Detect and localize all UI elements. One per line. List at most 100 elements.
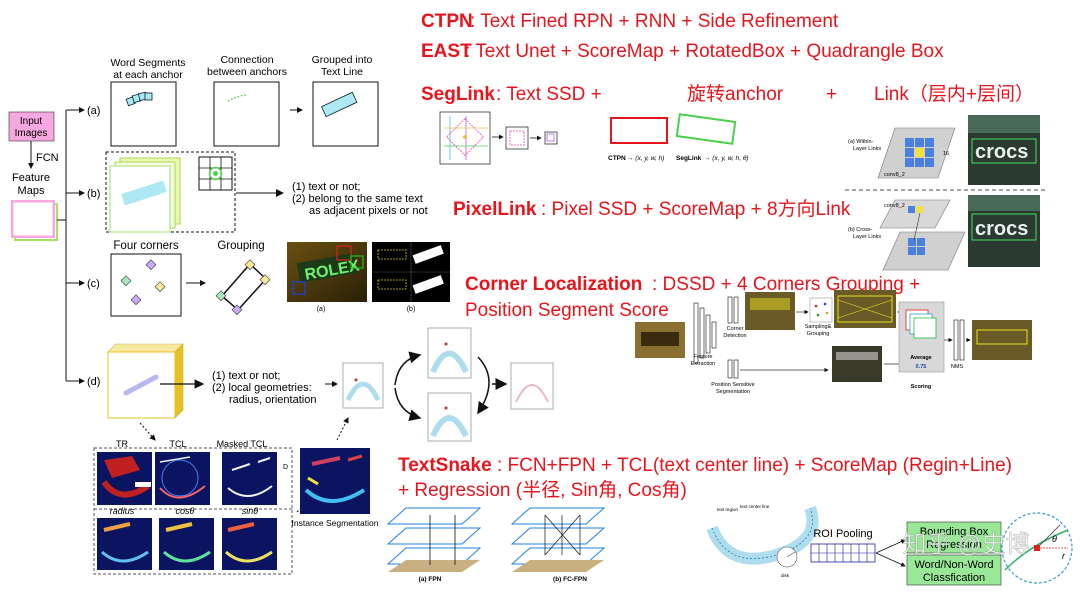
pixellink-description: : Pixel SSD + ScoreMap + 8方向Link (541, 198, 851, 220)
svg-text:D: D (283, 464, 288, 471)
cos-label: cosθ (176, 506, 195, 516)
svg-text:crocs: crocs (975, 218, 1028, 240)
svg-text:Layer Links: Layer Links (853, 146, 881, 152)
watermark: 知乎 @史博 (902, 531, 1029, 558)
svg-text:conv8_2: conv8_2 (884, 172, 905, 178)
seglink-description-1: : Text SSD + (496, 84, 602, 105)
maps-label: Maps (18, 185, 45, 197)
d-arc-panel-1 (342, 362, 384, 409)
branch-a-label: (a) (87, 105, 100, 117)
seglink-description-3: + (826, 84, 837, 105)
roi-pooling-grid (810, 543, 876, 563)
svg-text:→ (x, y, w, h, θ): → (x, y, w, h, θ) (704, 155, 749, 162)
svg-text:(a) FPN: (a) FPN (419, 576, 442, 583)
roi-pooling-label: ROI Pooling (813, 528, 872, 540)
cross-layer-links-figure: (b) Cross- Layer Links conv8_2 (848, 199, 966, 271)
disk-geometry-figure: θ r (1001, 512, 1073, 584)
tr-map (97, 452, 152, 505)
svg-text:Segmentation: Segmentation (716, 389, 750, 395)
input-images-box: Input Images (8, 111, 55, 142)
svg-text:r: r (1062, 551, 1066, 561)
svg-text:text center line: text center line (740, 504, 770, 509)
tcl-label: TCL (169, 439, 186, 449)
c-grouped-quad (215, 259, 271, 316)
bbox-regression-box: Bounding Box Regression (906, 521, 1002, 554)
svg-text:Position Sensitive: Position Sensitive (711, 382, 754, 388)
svg-text:16: 16 (943, 151, 949, 157)
cos-map (159, 518, 214, 570)
textsnake-curve-figure: text region text center line disk (706, 504, 819, 578)
c-grouping-label: Grouping (217, 240, 264, 252)
d-output-2: (2) local geometries: (212, 382, 312, 394)
textsnake-maps-frame (93, 447, 293, 575)
svg-text:Classfication: Classfication (923, 572, 985, 584)
ctpn-box (610, 117, 668, 144)
fc-fpn-diagram: (b) FC-FPN (510, 507, 606, 583)
svg-text:(b) Cross-: (b) Cross- (848, 227, 873, 233)
east-title: EAST (421, 41, 472, 62)
svg-text:0.75: 0.75 (916, 364, 927, 370)
crocs-photo-bottom: crocs (968, 195, 1040, 267)
sin-label: sinθ (242, 506, 259, 516)
branch-c-label: (c) (87, 278, 100, 290)
a-grouped-label: Grouped into (312, 54, 373, 66)
svg-text:Extraction: Extraction (691, 361, 715, 367)
b-output-2: (2) belong to the same text (292, 193, 423, 205)
fcn-label: FCN (36, 152, 59, 164)
c-corner-markers (120, 259, 166, 306)
svg-text:conv8_2: conv8_2 (884, 203, 905, 209)
svg-text:Layer Links: Layer Links (853, 234, 881, 240)
a-word-segments-label: Word Segments (110, 57, 185, 69)
a-grouped-panel (312, 81, 379, 147)
d-arc-panel-3 (427, 392, 472, 442)
b-output-1: (1) text or not; (292, 181, 360, 193)
svg-text:Word/Non-Word: Word/Non-Word (914, 559, 993, 571)
seglink-title: SegLink (421, 84, 495, 105)
d-output-1: (1) text or not; (212, 370, 280, 382)
fpn-diagram: (a) FPN (386, 507, 482, 583)
svg-text:Scoring: Scoring (911, 384, 931, 390)
c-four-corners-label: Four corners (113, 240, 178, 252)
east-description: : Text Unet + ScoreMap + RotatedBox + Qu… (465, 41, 944, 62)
a-connection-label: Connection (220, 54, 273, 66)
c-rolex-photo: ROLEX (a) (287, 242, 367, 313)
seglink-description-4: Link（层内+层间） (874, 83, 1034, 105)
svg-text:Corner: Corner (727, 326, 744, 332)
a-connection-panel (213, 81, 280, 147)
seglink-description-2: 旋转anchor (687, 83, 784, 105)
svg-text:Images: Images (15, 128, 48, 139)
svg-text:text region: text region (717, 507, 739, 512)
feature-maps-stack (11, 200, 58, 241)
ctpn-formula-label: CTPN (608, 155, 626, 162)
radius-map (97, 518, 152, 570)
textsnake-title: TextSnake (398, 455, 492, 476)
svg-text:(b): (b) (407, 306, 416, 313)
b-dashed-frame (105, 151, 236, 233)
a-segments-panel (110, 81, 177, 147)
within-layer-links-figure: (a) Within- Layer Links 16 conv8_2 (848, 127, 956, 179)
svg-text:Sampling&: Sampling& (805, 324, 832, 330)
svg-text:θ: θ (1052, 534, 1057, 544)
svg-text:NMS: NMS (951, 364, 964, 370)
b-output-3: as adjacent pixels or not (309, 205, 428, 217)
d-output-3: radius, orientation (229, 394, 316, 406)
textsnake-description-2: + Regression (半径, Sin角, Cos角) (398, 479, 687, 501)
textsnake-description-1: : FCN+FPN + TCL(text center line) + Scor… (497, 455, 1012, 476)
branch-b-label: (b) (87, 188, 100, 200)
a-segments (125, 91, 153, 107)
ctpn-title: CTPN (421, 11, 473, 32)
seglink-box (675, 113, 737, 145)
svg-text:between anchors: between anchors (207, 66, 287, 78)
branch-d-label: (d) (87, 376, 100, 388)
svg-text:Bounding Box: Bounding Box (920, 526, 989, 538)
svg-text:Average: Average (910, 355, 932, 361)
corner-title: Corner Localization (465, 274, 642, 295)
svg-text:Feature: Feature (694, 354, 713, 360)
svg-text:→ (x, y, w, h): → (x, y, w, h) (627, 155, 664, 162)
svg-text:(b) FC-FPN: (b) FC-FPN (553, 576, 587, 583)
ctpn-description: : Text Fined RPN + RNN + Side Refinement (470, 11, 839, 32)
corner-pipeline-figure: Feature Extraction Corner Detection Samp… (635, 290, 1032, 395)
b-pixel-grid (198, 156, 233, 191)
b-feature-stack (109, 157, 181, 233)
